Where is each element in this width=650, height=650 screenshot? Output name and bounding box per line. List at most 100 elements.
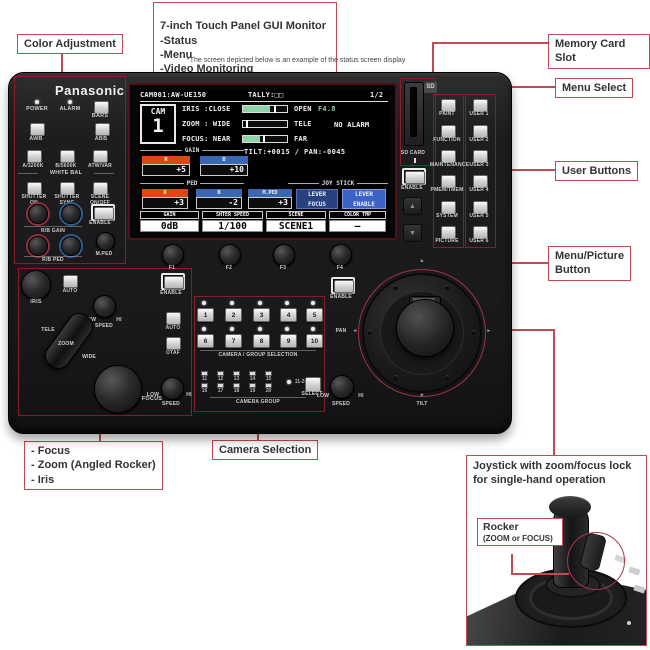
camera-9-button[interactable]: 9 bbox=[280, 334, 297, 348]
f2-label: F2 bbox=[225, 265, 233, 271]
touch-screen[interactable]: CAM001:AW-UE150 TALLY:□□ 1/2 CAM 1 IRIS … bbox=[138, 90, 390, 232]
ped-b-value[interactable]: -2 bbox=[196, 197, 242, 209]
user4-button[interactable] bbox=[473, 175, 488, 188]
group-select-button[interactable] bbox=[305, 377, 321, 392]
iris-status-label: IRIS :CLOSE bbox=[182, 105, 231, 113]
lever-focus-button[interactable]: LEVER FOCUS bbox=[296, 189, 338, 209]
f4-label: F4 bbox=[336, 265, 344, 271]
rocker-zoom-label: ZOOM bbox=[58, 341, 74, 347]
bottom-scene-value[interactable]: SCENE1 bbox=[266, 220, 326, 232]
pt-speed-knob[interactable] bbox=[330, 375, 354, 399]
user2-button[interactable] bbox=[473, 125, 488, 138]
camera-4-button[interactable]: 4 bbox=[280, 308, 297, 322]
ped-r-value[interactable]: +3 bbox=[142, 197, 188, 209]
shutter-sync-button[interactable] bbox=[60, 182, 75, 195]
m-ped-knob[interactable] bbox=[96, 232, 115, 251]
wb-b5600k-button[interactable] bbox=[60, 150, 75, 163]
wb-atwvar-button[interactable] bbox=[93, 150, 108, 163]
r-ped-knob[interactable] bbox=[28, 236, 48, 256]
connector-line bbox=[553, 329, 555, 456]
user3-label: USER 3 bbox=[469, 162, 489, 168]
camera-6-button[interactable]: 6 bbox=[197, 334, 214, 348]
paint-button[interactable] bbox=[441, 99, 456, 112]
f4-knob[interactable] bbox=[330, 244, 352, 266]
bottom-gain-label: GAIN bbox=[140, 211, 199, 219]
user5-button[interactable] bbox=[473, 201, 488, 214]
shutter-on-button[interactable] bbox=[27, 182, 42, 195]
bottom-gain-value[interactable]: 0dB bbox=[140, 220, 199, 232]
pt-speed-low-label: LOW bbox=[316, 393, 330, 399]
cam10-led bbox=[311, 327, 315, 331]
focus-speed-knob[interactable] bbox=[161, 377, 184, 400]
scene-onoff-button[interactable] bbox=[93, 182, 108, 195]
cam1-led bbox=[202, 301, 206, 305]
lever-enable-button[interactable]: LEVER ENABLE bbox=[342, 189, 386, 209]
gain-b-header: B bbox=[200, 156, 248, 164]
b-gain-knob[interactable] bbox=[61, 204, 81, 224]
brand-logo: Panasonic bbox=[55, 83, 125, 98]
sd-enable-button[interactable] bbox=[402, 168, 426, 185]
ped-section-label: PED bbox=[186, 180, 198, 187]
awb-button[interactable] bbox=[30, 123, 45, 136]
rb-gain-label: R/B GAIN bbox=[40, 228, 66, 234]
focus-auto-button[interactable] bbox=[166, 312, 181, 325]
iris-knob[interactable] bbox=[21, 270, 51, 300]
camera-10-button[interactable]: 10 bbox=[306, 334, 323, 348]
user3-button[interactable] bbox=[473, 150, 488, 163]
gain-enable-button[interactable] bbox=[91, 204, 115, 221]
abb-label: ABB bbox=[94, 136, 108, 142]
screw bbox=[445, 375, 450, 380]
camera-3-button[interactable]: 3 bbox=[253, 308, 270, 322]
camera-7-button[interactable]: 7 bbox=[225, 334, 242, 348]
rocker-tele-label: TELE bbox=[41, 327, 55, 333]
cam-number-box: CAM 1 bbox=[140, 104, 176, 144]
camera-1-button[interactable]: 1 bbox=[197, 308, 214, 322]
group-14-label: 14 bbox=[249, 376, 256, 382]
zoom-status-label: ZOOM : WIDE bbox=[182, 120, 231, 128]
group-15-indicator bbox=[265, 371, 272, 376]
f2-knob[interactable] bbox=[219, 244, 241, 266]
menu-down-button[interactable]: ▼ bbox=[403, 224, 422, 242]
focus-knob[interactable] bbox=[94, 365, 142, 413]
user6-button[interactable] bbox=[473, 226, 488, 239]
iris-auto-button[interactable] bbox=[63, 275, 78, 288]
camera-8-button[interactable]: 8 bbox=[253, 334, 270, 348]
function-button[interactable] bbox=[441, 125, 456, 138]
gain-b-value[interactable]: +10 bbox=[200, 164, 248, 176]
pmem-tmem-button[interactable] bbox=[441, 175, 456, 188]
focus-speed-hi-label: HI bbox=[186, 392, 192, 398]
cam9-led bbox=[285, 327, 289, 331]
lens-enable-button[interactable] bbox=[161, 273, 185, 290]
iris-auto-label: AUTO bbox=[62, 288, 78, 294]
b-ped-knob[interactable] bbox=[61, 236, 81, 256]
closeup-panel-button bbox=[628, 566, 641, 576]
pt-speed-label: SPEED bbox=[332, 401, 350, 407]
cam2-led bbox=[230, 301, 234, 305]
bars-button[interactable] bbox=[94, 101, 109, 114]
bottom-shutter-value[interactable]: 1/100 bbox=[202, 220, 263, 232]
picture-button[interactable] bbox=[441, 226, 456, 239]
scene-onoff-label: SCENE ON/OFF bbox=[90, 194, 110, 206]
otaf-button[interactable] bbox=[166, 337, 181, 350]
user1-button[interactable] bbox=[473, 99, 488, 112]
connector-line bbox=[432, 42, 550, 44]
system-button[interactable] bbox=[441, 201, 456, 214]
f3-knob[interactable] bbox=[273, 244, 295, 266]
menu-up-button[interactable]: ▲ bbox=[403, 197, 422, 215]
abb-button[interactable] bbox=[95, 123, 110, 136]
group-19-indicator bbox=[249, 383, 256, 388]
ped-b-header: B bbox=[196, 189, 242, 197]
bottom-colortmp-value[interactable]: – bbox=[329, 220, 386, 232]
camera-5-button[interactable]: 5 bbox=[306, 308, 323, 322]
gain-r-value[interactable]: +5 bbox=[142, 164, 190, 176]
mped-value[interactable]: +3 bbox=[248, 197, 292, 209]
camera-2-button[interactable]: 2 bbox=[225, 308, 242, 322]
r-gain-knob[interactable] bbox=[28, 204, 48, 224]
rocker-title: Rocker bbox=[483, 521, 519, 533]
joystick-knob[interactable] bbox=[396, 299, 454, 357]
f1-knob[interactable] bbox=[162, 244, 184, 266]
maintenance-button[interactable] bbox=[441, 150, 456, 163]
wb-a3200k-button[interactable] bbox=[27, 150, 42, 163]
pt-enable-button[interactable] bbox=[331, 277, 355, 294]
zoom-speed-knob[interactable] bbox=[93, 295, 116, 318]
